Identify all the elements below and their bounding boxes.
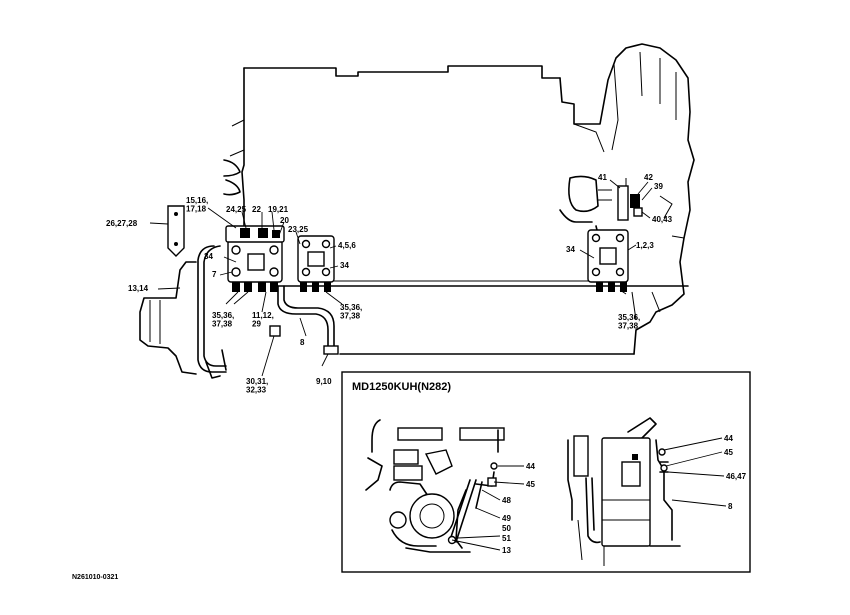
callout-34-left: 34 [204, 252, 213, 261]
callout-35-38-right: 35,36,37,38 [618, 313, 640, 331]
inset-labels: MD1250KUH(N282) 44 45 48 49 50 51 13 44 … [352, 381, 747, 555]
callout-26-27-28: 26,27,28 [106, 219, 138, 228]
inset-callout-45-right: 45 [724, 448, 733, 457]
inset-callout-44-right: 44 [724, 434, 733, 443]
inset-callout-50: 50 [502, 524, 511, 533]
inset-callout-49: 49 [502, 514, 511, 523]
main-labels: 15,16,17,18 24,25 22 19,21 20 26,27,28 2… [106, 173, 673, 395]
callout-7: 7 [212, 270, 217, 279]
oil-cooler-right [587, 229, 629, 292]
callout-1-2-3: 1,2,3 [636, 241, 654, 250]
callout-30-33: 30,31,32,33 [246, 377, 268, 395]
oil-pipe-middle [269, 285, 339, 355]
callout-15-16-17-18: 15,16,17,18 [186, 196, 208, 214]
inset-title: MD1250KUH(N282) [352, 381, 451, 393]
callout-42: 42 [644, 173, 653, 182]
oil-cooler-left [225, 225, 285, 292]
inset-callout-48: 48 [502, 496, 511, 505]
inset-front-view [365, 419, 505, 553]
callout-20: 20 [280, 216, 289, 225]
leader-lines [149, 179, 653, 377]
callout-35-38-middle: 35,36,37,38 [340, 303, 362, 321]
callout-4-5-6: 4,5,6 [338, 241, 356, 250]
callout-34-right: 34 [566, 245, 575, 254]
callout-23-25: 23,25 [288, 225, 309, 234]
callout-34-middle: 34 [340, 261, 349, 270]
oil-pipe-left [197, 245, 227, 373]
inset-callout-13: 13 [502, 546, 511, 555]
callout-11-12-29: 11,12,29 [252, 311, 274, 329]
inset-callout-44-left: 44 [526, 462, 535, 471]
oil-cooler-middle [297, 235, 335, 292]
callout-41: 41 [598, 173, 607, 182]
callout-40-43: 40,43 [652, 215, 673, 224]
callout-9-10: 9,10 [316, 377, 332, 386]
callout-13-14: 13,14 [128, 284, 149, 293]
callout-8: 8 [300, 338, 305, 347]
inset-callout-45-left: 45 [526, 480, 535, 489]
callout-22: 22 [252, 205, 261, 214]
callout-24-25: 24,25 [226, 205, 247, 214]
callout-35-38-left: 35,36,37,38 [212, 311, 234, 329]
inset-side-view [567, 417, 681, 566]
bracket-26 [167, 205, 185, 257]
inset-callout-46-47: 46,47 [726, 472, 747, 481]
figure-code: N261010-0321 [72, 574, 118, 581]
inset-callout-8: 8 [728, 502, 733, 511]
inset-callout-51: 51 [502, 534, 511, 543]
callout-19-21: 19,21 [268, 205, 289, 214]
sensor-bracket-right [617, 178, 643, 221]
callout-39: 39 [654, 182, 663, 191]
inset-leader-lines [451, 437, 727, 551]
engine-outline [223, 43, 695, 355]
